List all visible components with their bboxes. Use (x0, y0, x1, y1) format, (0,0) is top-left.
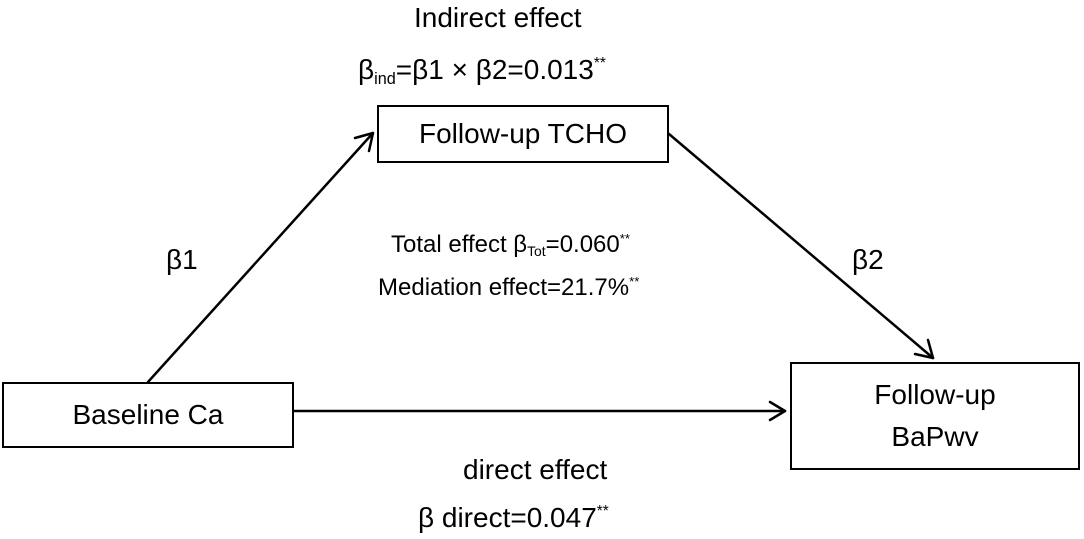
total-effect-subscript: Tot (527, 243, 546, 260)
node-follow-up-bapwv-line2: BaPwv (891, 421, 979, 452)
total-effect-prefix: Total effect β (391, 231, 528, 258)
path-a-label: β1 (166, 244, 198, 275)
direct-effect-title: direct effect (463, 454, 608, 485)
node-follow-up-tcho-label: Follow-up TCHO (419, 118, 627, 149)
indirect-formula-rest: =β1 × β2=0.013 (395, 54, 594, 85)
indirect-effect-title: Indirect effect (414, 2, 582, 33)
total-effect-text: Total effect βTot=0.060** (391, 230, 631, 260)
node-baseline-ca-label: Baseline Ca (72, 399, 224, 430)
mediation-effect-significance: ** (629, 273, 640, 289)
indirect-beta-symbol: β (358, 54, 375, 85)
node-baseline-ca: Baseline Ca (2, 382, 294, 448)
indirect-effect-formula: βind=β1 × β2=0.013** (358, 54, 606, 87)
arrow-b-path (667, 132, 935, 360)
node-follow-up-tcho: Follow-up TCHO (377, 105, 669, 163)
total-effect-significance: ** (619, 230, 631, 246)
arrow-b-head (913, 338, 935, 360)
total-effect-value: =0.060 (545, 231, 620, 258)
arrow-a-path (146, 131, 375, 384)
indirect-significance: ** (593, 55, 606, 73)
node-follow-up-bapwv: Follow-up BaPwv (790, 362, 1080, 470)
indirect-beta-subscript: ind (374, 69, 396, 88)
direct-effect-significance: ** (596, 503, 609, 521)
path-b-label: β2 (852, 244, 884, 275)
direct-effect-value: β direct=0.047 (418, 502, 597, 533)
node-follow-up-bapwv-line1: Follow-up (874, 379, 996, 410)
mediation-effect-text: Mediation effect=21.7%** (378, 273, 640, 301)
arrow-a-head (353, 131, 375, 153)
direct-effect-formula: β direct=0.047** (418, 504, 609, 532)
mediation-effect-value: Mediation effect=21.7% (378, 274, 630, 301)
arrow-c-head (768, 400, 787, 422)
